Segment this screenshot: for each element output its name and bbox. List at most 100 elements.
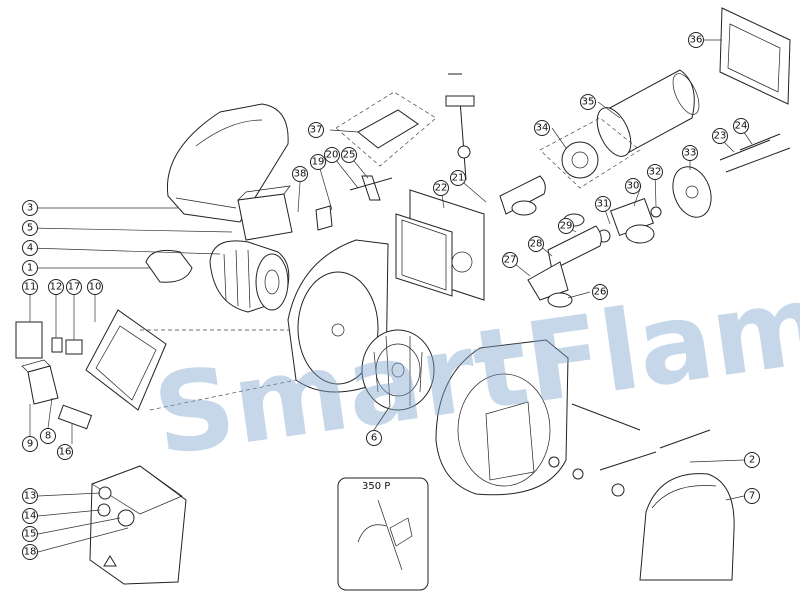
svg-text:27: 27 bbox=[504, 255, 517, 266]
callout-33: 33 bbox=[682, 145, 698, 161]
callout-34: 34 bbox=[534, 120, 550, 136]
part-panel bbox=[85, 309, 167, 411]
svg-text:25: 25 bbox=[343, 150, 356, 161]
part-burner-body bbox=[435, 339, 569, 496]
svg-text:38: 38 bbox=[294, 169, 307, 180]
callout-22: 22 bbox=[433, 180, 449, 196]
svg-text:17: 17 bbox=[68, 282, 81, 293]
callout-15: 15 bbox=[22, 526, 38, 542]
part-valve-assembly bbox=[445, 73, 475, 181]
part-electrodes bbox=[719, 133, 791, 173]
callout-1: 1 bbox=[22, 260, 38, 276]
svg-text:8: 8 bbox=[45, 431, 51, 442]
callout-38: 38 bbox=[292, 166, 308, 182]
svg-text:22: 22 bbox=[435, 183, 448, 194]
callout-8: 8 bbox=[40, 428, 56, 444]
svg-text:35: 35 bbox=[582, 97, 595, 108]
callout-20: 20 bbox=[324, 147, 340, 163]
callout-18: 18 bbox=[22, 544, 38, 560]
callout-6: 6 bbox=[366, 430, 382, 446]
callout-17: 17 bbox=[66, 279, 82, 295]
svg-text:13: 13 bbox=[24, 491, 37, 502]
svg-text:20: 20 bbox=[326, 150, 339, 161]
part-mounting-plate bbox=[395, 189, 485, 301]
callout-25: 25 bbox=[341, 147, 357, 163]
svg-text:12: 12 bbox=[50, 282, 63, 293]
part-capacitor bbox=[145, 249, 193, 283]
part-control-board bbox=[335, 91, 437, 167]
svg-text:31: 31 bbox=[597, 199, 610, 210]
svg-text:36: 36 bbox=[690, 35, 703, 46]
part-right-cover bbox=[639, 473, 735, 581]
callout-13: 13 bbox=[22, 488, 38, 504]
callout-3: 3 bbox=[22, 200, 38, 216]
svg-text:23: 23 bbox=[714, 131, 727, 142]
svg-text:3: 3 bbox=[27, 203, 33, 214]
svg-text:33: 33 bbox=[684, 148, 697, 159]
callout-26: 26 bbox=[592, 284, 608, 300]
svg-text:28: 28 bbox=[530, 239, 543, 250]
part-front-cover bbox=[89, 465, 187, 585]
part-nozzle-holder bbox=[597, 197, 662, 244]
callout-19: 19 bbox=[310, 154, 326, 170]
svg-text:6: 6 bbox=[371, 433, 377, 444]
callout-32: 32 bbox=[647, 164, 663, 180]
svg-text:37: 37 bbox=[310, 125, 323, 136]
part-fan-wheel bbox=[361, 329, 435, 411]
callout-21: 21 bbox=[450, 170, 466, 186]
callout-27: 27 bbox=[502, 252, 518, 268]
callout-2: 2 bbox=[744, 452, 760, 468]
svg-text:32: 32 bbox=[649, 167, 662, 178]
part-blast-tube bbox=[596, 69, 700, 157]
callout-12: 12 bbox=[48, 279, 64, 295]
callout-9: 9 bbox=[22, 436, 38, 452]
svg-text:2: 2 bbox=[749, 455, 755, 466]
svg-text:16: 16 bbox=[59, 447, 72, 458]
svg-text:11: 11 bbox=[24, 282, 37, 293]
callout-5: 5 bbox=[22, 220, 38, 236]
svg-text:29: 29 bbox=[560, 221, 573, 232]
dashed-guide-lines bbox=[140, 329, 297, 411]
callout-35: 35 bbox=[580, 94, 596, 110]
part-small-brackets bbox=[315, 175, 393, 231]
svg-text:19: 19 bbox=[312, 157, 325, 168]
svg-text:21: 21 bbox=[452, 173, 465, 184]
svg-text:4: 4 bbox=[27, 243, 33, 254]
svg-text:7: 7 bbox=[749, 491, 755, 502]
part-control-box bbox=[21, 359, 59, 405]
part-air-pipes bbox=[527, 213, 602, 308]
svg-text:34: 34 bbox=[536, 123, 549, 134]
callout-24: 24 bbox=[733, 118, 749, 134]
part-motor bbox=[209, 240, 290, 313]
svg-text:9: 9 bbox=[27, 439, 33, 450]
svg-text:26: 26 bbox=[594, 287, 607, 298]
part-swirler-disc bbox=[672, 166, 712, 218]
callout-31: 31 bbox=[595, 196, 611, 212]
svg-text:15: 15 bbox=[24, 529, 37, 540]
part-flange-gasket bbox=[719, 7, 791, 105]
svg-text:10: 10 bbox=[89, 282, 102, 293]
part-relays bbox=[15, 321, 83, 359]
svg-text:5: 5 bbox=[27, 223, 33, 234]
part-housing-cover bbox=[166, 103, 289, 223]
callout-10: 10 bbox=[87, 279, 103, 295]
svg-text:1: 1 bbox=[27, 263, 33, 274]
callout-16: 16 bbox=[57, 444, 73, 460]
callout-11: 11 bbox=[22, 279, 38, 295]
svg-text:24: 24 bbox=[735, 121, 748, 132]
callout-29: 29 bbox=[558, 218, 574, 234]
inset-350p: 350 P bbox=[337, 477, 429, 591]
callout-30: 30 bbox=[625, 178, 641, 194]
part-connector-strip bbox=[57, 404, 93, 430]
callout-23: 23 bbox=[712, 128, 728, 144]
part-diffuser-assembly bbox=[539, 117, 641, 189]
callout-28: 28 bbox=[528, 236, 544, 252]
part-small-tube bbox=[499, 175, 546, 216]
svg-text:14: 14 bbox=[24, 511, 37, 522]
callout-4: 4 bbox=[22, 240, 38, 256]
svg-text:30: 30 bbox=[627, 181, 640, 192]
inset-label: 350 P bbox=[362, 481, 390, 492]
part-ignition-transformer bbox=[237, 185, 293, 241]
part-fan-housing-plate bbox=[287, 239, 389, 393]
